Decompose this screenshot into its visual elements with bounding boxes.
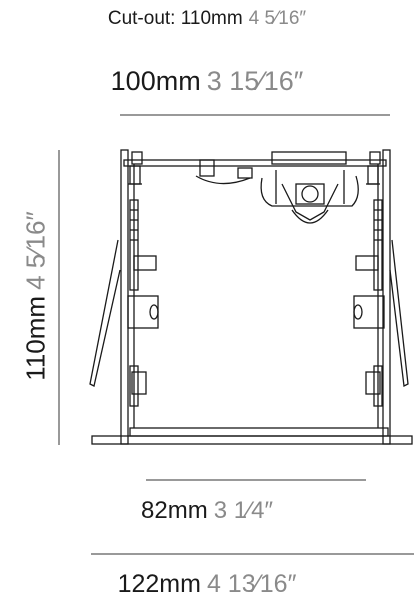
top-bracket <box>123 159 387 167</box>
right-screw-assembly <box>353 199 385 407</box>
right-spring-clip <box>389 239 409 387</box>
inner-width-imperial: 3 1⁄4″ <box>213 497 273 524</box>
top-right-tab <box>369 151 381 165</box>
outer-width-metric: 122mm <box>117 570 201 598</box>
left-spring-clip <box>89 239 121 387</box>
cutout-metric: Cut-out: 110mm <box>107 8 243 29</box>
left-screw-assembly <box>127 199 159 407</box>
outer-width-imperial: 4 13⁄16″ <box>206 570 297 598</box>
top-left-tab <box>131 151 143 165</box>
right-wall <box>382 149 391 445</box>
bottom-trim <box>129 427 389 437</box>
cutout-imperial: 4 5⁄16″ <box>248 8 307 29</box>
inner-width-metric: 82mm <box>141 497 208 524</box>
base-flange <box>91 435 413 445</box>
top-right-screw <box>366 165 380 185</box>
left-wall <box>120 149 129 445</box>
top-left-screw <box>128 165 142 185</box>
top-width-imperial: 3 15⁄16″ <box>206 66 304 96</box>
top-width-metric: 100mm <box>110 66 201 96</box>
lamp-holder-mechanism <box>195 151 359 224</box>
